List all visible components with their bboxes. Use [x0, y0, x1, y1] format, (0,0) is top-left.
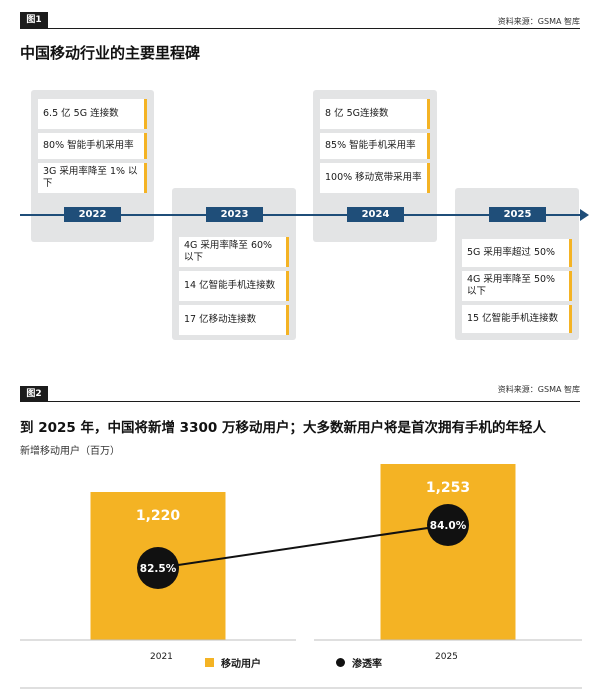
legend-label: 移动用户 [221, 659, 261, 670]
bar-value-label: 1,220 [136, 508, 181, 524]
year-badge-2022: 2022 [64, 207, 121, 222]
bar-2025 [380, 463, 516, 640]
bar-value-label: 1,253 [426, 480, 470, 496]
figure2-source: 资料来源：GSMA 智库 [497, 385, 580, 394]
figure2-rule [20, 401, 580, 402]
milestone-card: 8 亿 5G连接数 [320, 99, 430, 129]
milestone-card: 14 亿智能手机连接数 [179, 271, 289, 301]
x-tick-label: 2021 [150, 652, 173, 662]
penetration-point-2021 [137, 547, 179, 589]
milestone-card: 100% 移动宽带采用率 [320, 163, 430, 193]
figure1-title: 中国移动行业的主要里程碑 [20, 44, 201, 62]
milestone-card: 6.5 亿 5G 连接数 [38, 99, 147, 129]
milestone-card: 3G 采用率降至 1% 以下 [38, 163, 147, 193]
penetration-value-label: 84.0% [430, 520, 467, 532]
x-tick-label: 2025 [435, 652, 458, 662]
figure2-tag: 图2 [20, 386, 48, 402]
milestone-card: 5G 采用率超过 50% [462, 239, 572, 267]
legend-label: 渗透率 [352, 659, 382, 670]
legend-swatch-square [205, 658, 214, 667]
milestone-card: 4G 采用率降至 60% 以下 [179, 237, 289, 267]
milestone-card: 15 亿智能手机连接数 [462, 305, 572, 333]
legend-swatch-dot [336, 658, 345, 667]
year-badge-2023: 2023 [206, 207, 263, 222]
milestone-card: 85% 智能手机采用率 [320, 133, 430, 159]
milestone-card: 17 亿移动连接数 [179, 305, 289, 335]
milestone-card: 80% 智能手机采用率 [38, 133, 147, 159]
figure1-source: 资料来源：GSMA 智库 [497, 17, 580, 26]
penetration-line [157, 524, 449, 569]
figure2-title: 到 2025 年，中国将新增 3300 万移动用户；大多数新用户将是首次拥有手机… [20, 420, 546, 436]
timeline-axis [20, 214, 582, 216]
milestone-card: 4G 采用率降至 50% 以下 [462, 271, 572, 301]
figure1-tag: 图1 [20, 12, 48, 28]
legend-item-line: 渗透率 [336, 655, 382, 670]
year-badge-2025: 2025 [489, 207, 546, 222]
penetration-point-2025 [427, 504, 469, 546]
year-badge-2024: 2024 [347, 207, 404, 222]
timeline-arrow-icon [580, 209, 589, 221]
legend-item-bars: 移动用户 [205, 655, 261, 670]
penetration-value-label: 82.5% [140, 563, 177, 575]
figure1-rule [20, 28, 580, 29]
chart-ylabel: 新增移动用户（百万） [20, 446, 120, 457]
